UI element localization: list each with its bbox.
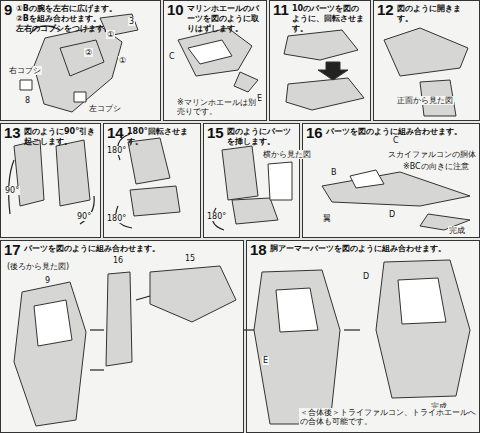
part-label: 90°	[4, 186, 20, 195]
instruction-text: 180°回転させます。	[127, 127, 196, 147]
part-label: ②	[84, 48, 93, 57]
part-label: 横から見た図	[262, 150, 312, 159]
part-label: 右コブシ	[8, 66, 42, 75]
part-label: C	[168, 52, 176, 61]
instruction-block: 図のように90°引き起こします。	[24, 127, 96, 147]
step-number: 15	[207, 125, 224, 141]
step-panel: 1110のパーツを図のように、回転させます。	[269, 0, 371, 121]
instruction-block: パーツを図のように組み合わせます。	[326, 127, 475, 137]
instruction-block: マリンホエールのパーツを図のように取りはずします。	[187, 4, 262, 34]
step-number: 9	[4, 2, 12, 18]
part-label: 左コブシ	[88, 104, 122, 113]
part-label: 15	[184, 254, 196, 263]
part-label: 180°	[106, 146, 127, 155]
part-label: スカイファルコンの胴体	[387, 150, 477, 159]
part-label: 完成	[448, 226, 466, 235]
part-label: (後ろから見た図)	[6, 262, 70, 271]
part-label: 正面から見た図	[396, 96, 454, 105]
part-label: 9	[44, 276, 51, 285]
instruction-text: ①Bの腕を左右に広げます。	[16, 4, 156, 14]
instruction-block: 10のパーツを図のように、回転させます。	[292, 4, 366, 34]
part-label: B	[330, 168, 338, 177]
part-label: ①	[106, 30, 115, 39]
instruction-block: 180°回転させます。	[127, 127, 196, 147]
part-label: 3	[128, 17, 135, 26]
instruction-block: 図のように開きます。	[397, 4, 475, 24]
part-label: ①	[118, 56, 127, 65]
instruction-block: 胴アーマーパーツを図のように組み合わせます。	[270, 244, 475, 254]
part-label: ※BCの向きに注意	[402, 162, 470, 171]
part-label: E	[262, 356, 269, 365]
step-number: 17	[4, 242, 21, 258]
step-number: 14	[107, 125, 124, 141]
step-number: 16	[306, 125, 323, 141]
part-label: C	[392, 136, 400, 145]
instruction-text: マリンホエールのパーツを図のように取りはずします。	[187, 4, 262, 34]
part-label: 180°	[106, 214, 127, 223]
instruction-block: パーツを図のように組み合わせます。	[24, 244, 239, 254]
part-label: D	[388, 210, 396, 219]
step-number: 10	[167, 2, 184, 18]
part-label: ※マリンホエールは別売りです。	[176, 98, 258, 116]
instruction-text: 図のように90°引き起こします。	[24, 127, 96, 147]
step-number: 13	[4, 125, 21, 141]
instruction-text: 図のように開きます。	[397, 4, 475, 24]
part-label: 180°	[206, 212, 227, 221]
part-label: 翼	[322, 214, 332, 223]
part-label: 16	[112, 256, 124, 265]
step-number: 12	[377, 2, 394, 18]
instruction-text: パーツを図のように組み合わせます。	[24, 244, 239, 254]
part-label: D	[362, 272, 370, 281]
instruction-block: 図のようにパーツを挿します。	[227, 127, 295, 147]
instruction-text: パーツを図のように組み合わせます。	[326, 127, 475, 137]
instruction-text: 10のパーツを図のように、回転させます。	[292, 4, 366, 34]
part-label: ＜合体後＞トライファルコン、トライホエールへの合体も可能です。	[299, 408, 477, 426]
instruction-text: 図のようにパーツを挿します。	[227, 127, 295, 147]
step-number: 11	[273, 2, 289, 18]
instruction-text: 胴アーマーパーツを図のように組み合わせます。	[270, 244, 475, 254]
step-number: 18	[250, 242, 267, 258]
part-label: 90°	[76, 212, 92, 221]
part-label: 8	[24, 96, 31, 105]
